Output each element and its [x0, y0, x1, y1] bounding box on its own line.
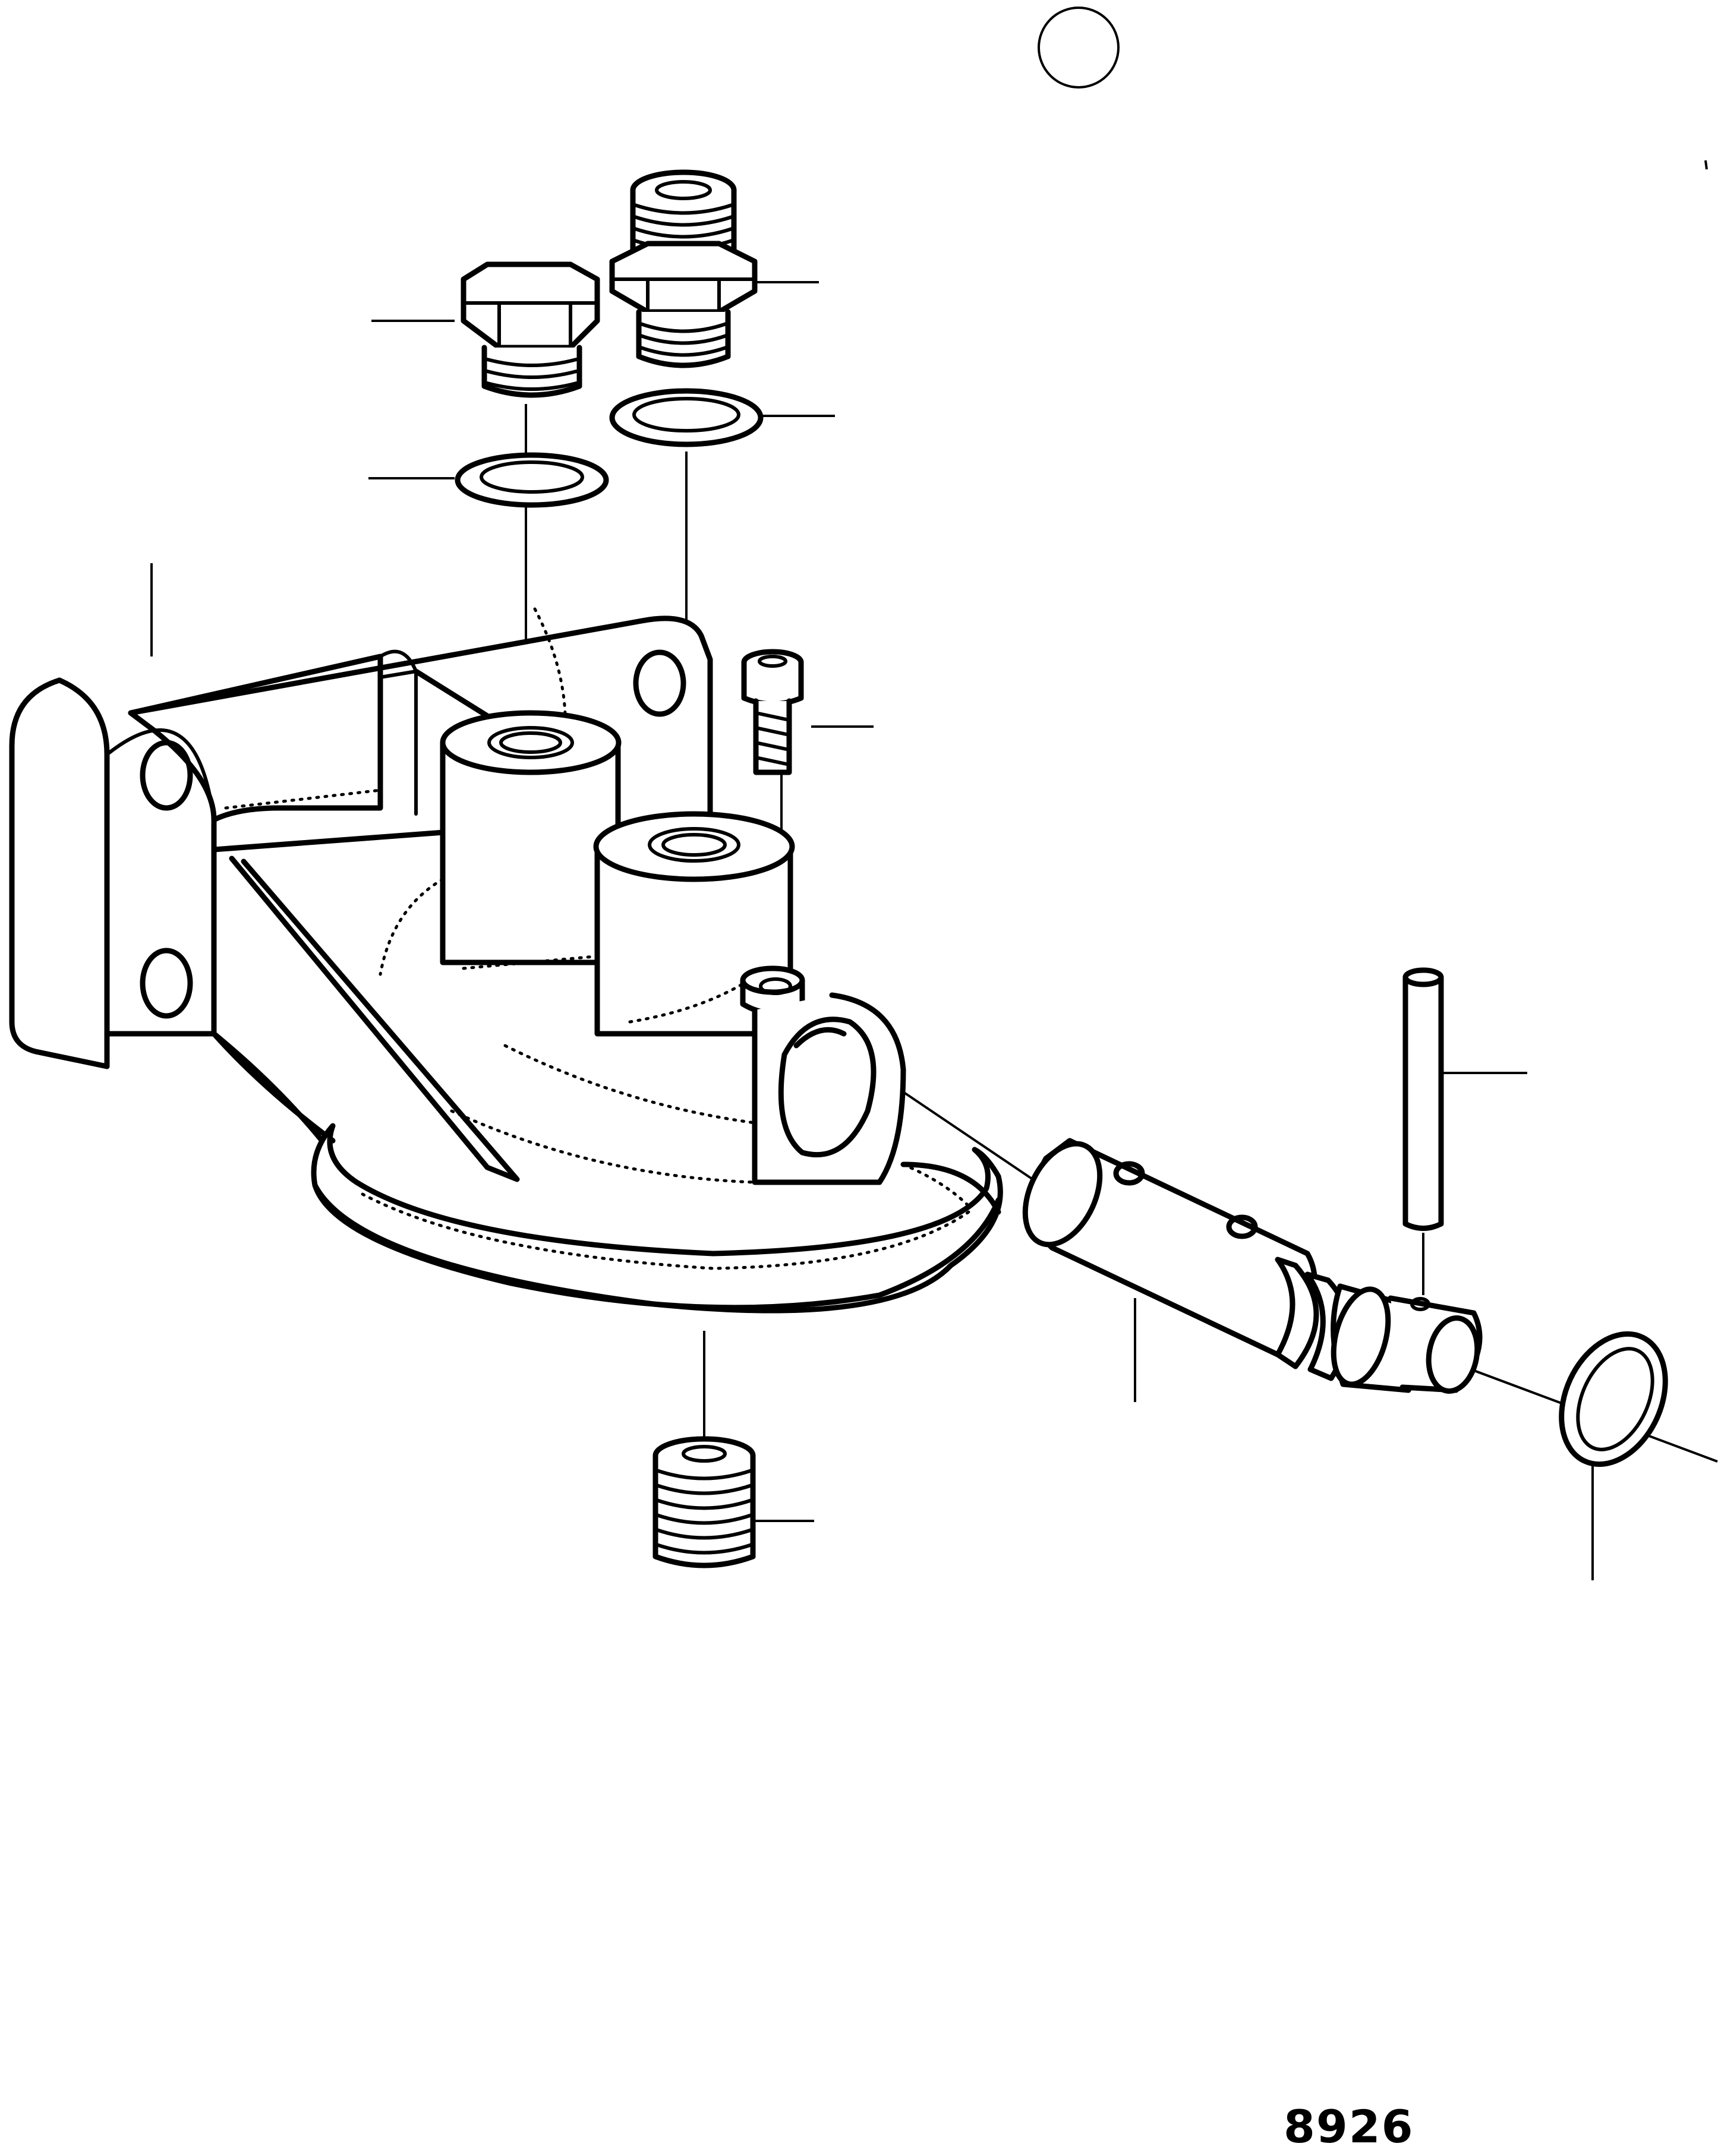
leader-lines [150, 281, 1718, 1580]
filter-bracket-housing [9, 607, 1003, 1314]
o-ring [1559, 1331, 1668, 1467]
figure-number: 8926 [1284, 2100, 1414, 2153]
union-nipple [609, 169, 758, 368]
sealing-washer-right [609, 388, 764, 447]
sealing-washer-left [455, 452, 609, 508]
threaded-nipple [652, 1436, 756, 1568]
socket-screw [741, 649, 804, 775]
plug-hex [461, 261, 600, 398]
valve-piston [1022, 1138, 1483, 1394]
pin [1402, 967, 1444, 1231]
marker-circle [1038, 7, 1120, 89]
